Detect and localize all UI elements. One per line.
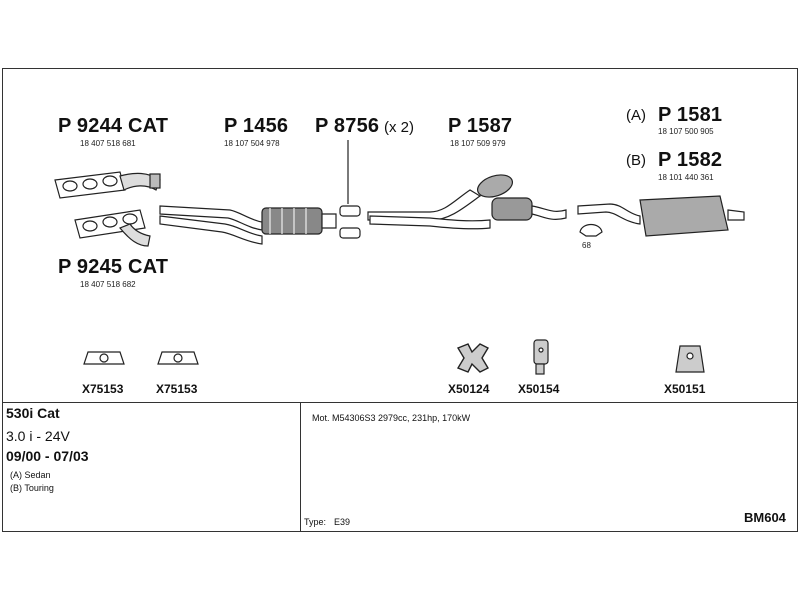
part-p1581-variant: (A) [626,107,646,124]
part-p1581-oe: 18 107 500 905 [658,127,714,136]
vehicle-engine: 3.0 i - 24V [6,428,70,444]
middle-pipe-drawing [367,174,567,230]
manifold-upper-drawing [54,171,161,199]
clamp-icon [456,343,489,373]
rear-silencer-drawing [577,195,745,237]
front-pipe-drawing [159,205,337,245]
type-label: Type: [304,517,327,527]
accessory-code: X75153 [82,382,124,396]
accessory-code: X75153 [156,382,198,396]
divider-horizontal [2,402,798,403]
part-p9244-number: P 9244 CAT [58,115,169,137]
part-p9245-oe: 18 407 518 682 [80,280,136,289]
part-p1456-number: P 1456 [224,115,289,137]
motor-spec: Mot. M54306S3 2979cc, 231hp, 170kW [312,413,471,423]
vehicle-variant-b: (B) Touring [10,483,54,493]
connector-sleeves-drawing [339,140,361,239]
part-p1456-oe: 18 107 504 978 [224,139,280,148]
part-p1582-variant: (B) [626,152,646,169]
accessory-code: X50154 [518,382,560,396]
accessory-code: X50124 [448,382,490,396]
part-p8756-quantity: (x 2) [384,119,414,136]
hanger-icon [533,339,549,375]
gasket-icon [83,351,125,365]
manifold-lower-drawing [74,209,151,247]
mounting-rubber-icon [675,345,705,373]
type-value: E39 [334,517,351,527]
part-p1587-number: P 1587 [448,115,513,137]
vehicle-model: 530i Cat [6,405,60,421]
accessory-code: X50151 [664,382,706,396]
diagram-frame [2,68,798,532]
clamp-size-label: 68 [582,241,591,250]
part-p9245-number: P 9245 CAT [58,256,169,278]
divider-vertical [300,402,301,532]
diagram-code: BM604 [744,510,786,525]
part-p9244-oe: 18 407 518 681 [80,139,136,148]
gasket-icon [157,351,199,365]
vehicle-years: 09/00 - 07/03 [6,448,89,464]
part-p1587-oe: 18 107 509 979 [450,139,506,148]
part-p1581-number: P 1581 [658,104,723,126]
part-p1582-number: P 1582 [658,149,723,171]
part-p1582-oe: 18 101 440 361 [658,173,714,182]
part-p8756-number: P 8756 [315,115,380,137]
vehicle-variant-a: (A) Sedan [10,470,51,480]
